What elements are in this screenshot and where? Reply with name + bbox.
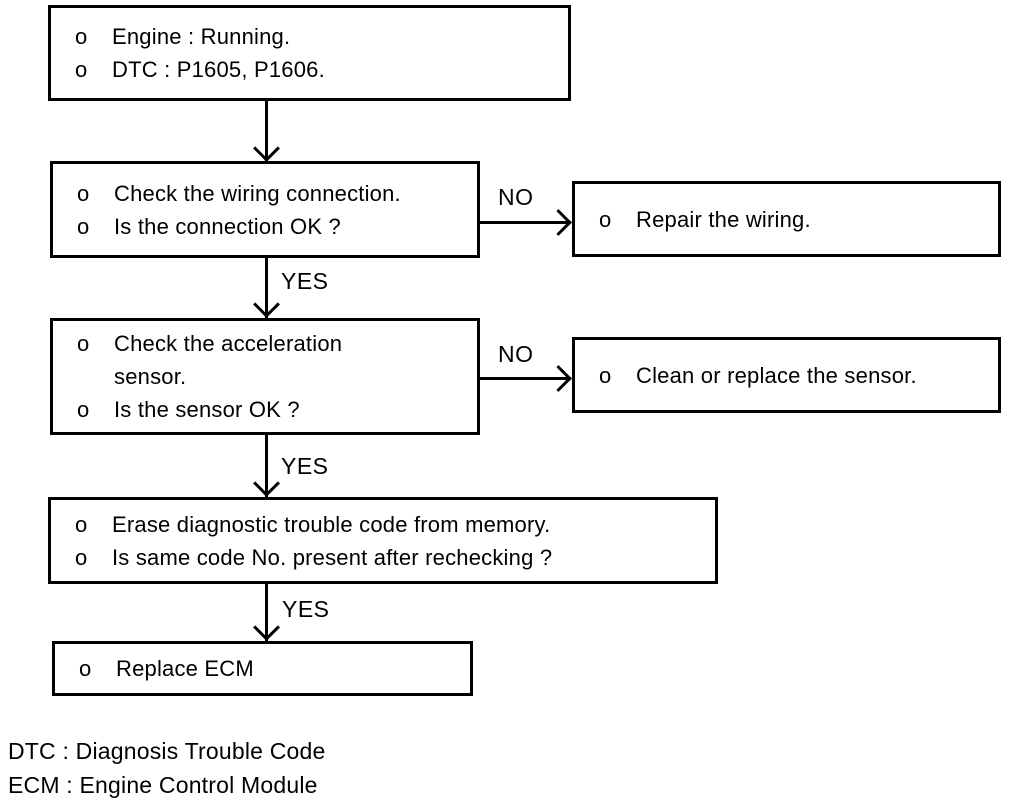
arrowhead-down-icon: [253, 470, 280, 497]
node-line: o Erase diagnostic trouble code from mem…: [75, 508, 707, 541]
branch-label-no: NO: [498, 184, 534, 210]
arrowhead-down-icon: [253, 291, 280, 318]
node-line: o Is the sensor OK ?: [77, 393, 469, 426]
branch-label-yes: YES: [281, 453, 329, 479]
legend-line-ecm: ECM : Engine Control Module: [8, 772, 318, 798]
node-text: Check the wiring connection.: [114, 180, 401, 206]
node-text: Is the sensor OK ?: [114, 397, 300, 422]
node-text: Replace ECM: [116, 656, 254, 681]
connector-line-down-2: [265, 256, 268, 318]
legend: DTC : Diagnosis Trouble Code ECM : Engin…: [8, 734, 326, 802]
node-start: o Engine : Running. o DTC : P1605, P1606…: [48, 5, 571, 101]
node-line: o Check the wiring connection.: [77, 177, 469, 210]
node-text: Clean or replace the sensor.: [636, 362, 917, 388]
bullet-icon: o: [75, 544, 88, 570]
node-repair-wiring: o Repair the wiring.: [572, 181, 1001, 257]
bullet-icon: o: [77, 213, 90, 239]
node-text: Check the acceleration sensor.: [114, 331, 343, 389]
bullet-icon: o: [599, 206, 612, 232]
node-line: o DTC : P1605, P1606.: [75, 53, 560, 86]
node-line: o Is same code No. present after recheck…: [75, 541, 707, 574]
arrowhead-right-icon: [545, 365, 572, 392]
node-line: o Check the acceleration sensor.: [77, 327, 469, 393]
legend-line-dtc: DTC : Diagnosis Trouble Code: [8, 738, 326, 764]
node-text: DTC : P1605, P1606.: [112, 57, 325, 82]
connector-line-no-1: [478, 221, 568, 224]
node-line: o Repair the wiring.: [599, 203, 990, 236]
connector-line-down-3: [265, 434, 268, 497]
branch-label-yes: YES: [281, 268, 329, 294]
bullet-icon: o: [77, 397, 90, 422]
arrowhead-down-icon: [253, 135, 280, 162]
branch-label-no: NO: [498, 341, 534, 367]
node-line: o Engine : Running.: [75, 20, 560, 53]
node-text: Is the connection OK ?: [114, 213, 341, 239]
bullet-icon: o: [77, 180, 90, 206]
bullet-icon: o: [75, 24, 88, 49]
node-line: o Replace ECM: [79, 652, 462, 685]
connector-line-down-4: [265, 583, 268, 641]
node-text: Repair the wiring.: [636, 206, 811, 232]
bullet-icon: o: [75, 57, 88, 82]
branch-label-yes: YES: [282, 596, 330, 622]
bullet-icon: o: [79, 656, 92, 681]
arrowhead-down-icon: [253, 614, 280, 641]
node-line: o Clean or replace the sensor.: [599, 359, 990, 392]
node-erase-dtc: o Erase diagnostic trouble code from mem…: [48, 497, 718, 584]
bullet-icon: o: [77, 331, 90, 356]
node-check-sensor: o Check the acceleration sensor. o Is th…: [50, 318, 480, 435]
node-text: Is same code No. present after recheckin…: [112, 544, 553, 570]
connector-line-down-1: [265, 100, 268, 162]
arrowhead-right-icon: [545, 209, 572, 236]
node-text: Erase diagnostic trouble code from memor…: [112, 511, 551, 537]
bullet-icon: o: [599, 362, 612, 388]
node-replace-ecm: o Replace ECM: [52, 641, 473, 696]
node-line: o Is the connection OK ?: [77, 210, 469, 243]
node-clean-sensor: o Clean or replace the sensor.: [572, 337, 1001, 413]
node-text: Engine : Running.: [112, 24, 291, 49]
bullet-icon: o: [75, 511, 88, 537]
connector-line-no-2: [478, 377, 568, 380]
node-check-wiring: o Check the wiring connection. o Is the …: [50, 161, 480, 258]
